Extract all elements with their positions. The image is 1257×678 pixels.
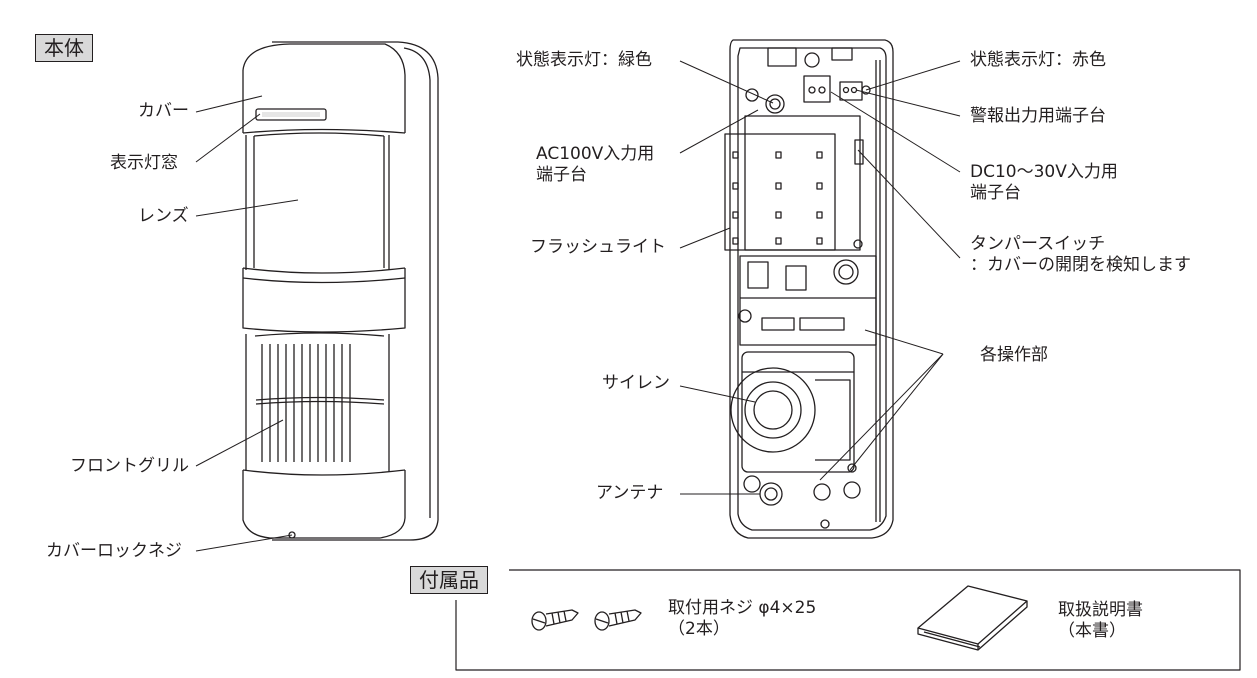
label-ac-input-line1: AC100V入力用 xyxy=(536,144,655,164)
label-dc-input-terminal: DC10～30V入力用 端子台 xyxy=(970,162,1118,204)
screw-illustration-1 xyxy=(531,609,579,631)
label-manual: 取扱説明書 （本書） xyxy=(1058,600,1143,642)
label-ac-input-line2: 端子台 xyxy=(536,165,587,185)
label-screw-line2: （2本） xyxy=(668,619,730,639)
label-siren: サイレン xyxy=(602,373,670,393)
label-alarm-output-terminal: 警報出力用端子台 xyxy=(970,106,1106,126)
screw-illustration-2 xyxy=(594,609,642,631)
label-tamper-line1: タンパースイッチ xyxy=(970,234,1106,254)
label-flash-light: フラッシュライト xyxy=(530,237,666,257)
sensor-unit-interior xyxy=(724,39,894,539)
front-grille-slats xyxy=(255,344,385,462)
label-manual-line1: 取扱説明書 xyxy=(1058,600,1143,620)
label-mounting-screws: 取付用ネジ φ4×25 （2本） xyxy=(668,598,816,640)
label-controls: 各操作部 xyxy=(980,345,1048,365)
label-status-led-red: 状態表示灯：赤色 xyxy=(970,50,1106,70)
label-manual-line2: （本書） xyxy=(1058,621,1126,641)
accessories-frame xyxy=(455,569,1241,671)
label-indicator-window: 表示灯窓 xyxy=(110,153,178,173)
section-tag-accessories: 付属品 xyxy=(410,566,488,594)
label-cover: カバー xyxy=(138,101,189,121)
label-antenna: アンテナ xyxy=(596,483,664,503)
sensor-unit-exterior xyxy=(242,41,439,541)
label-dc-input-line1: DC10～30V入力用 xyxy=(970,162,1118,182)
flashlight-board-holes xyxy=(732,151,823,245)
label-dc-input-line2: 端子台 xyxy=(970,183,1021,203)
label-lens: レンズ xyxy=(138,206,189,226)
label-front-grille: フロントグリル xyxy=(70,456,189,476)
label-tamper-switch: タンパースイッチ ：カバーの開閉を検知します xyxy=(970,234,1191,276)
label-cover-lock-screw: カバーロックネジ xyxy=(46,541,182,561)
label-tamper-line2: ：カバーの開閉を検知します xyxy=(970,255,1191,275)
manual-illustration xyxy=(917,585,1028,651)
label-status-led-green: 状態表示灯：緑色 xyxy=(516,50,652,70)
label-ac-input-terminal: AC100V入力用 端子台 xyxy=(536,144,654,186)
label-screw-line1: 取付用ネジ φ4×25 xyxy=(668,598,817,618)
leader-lines xyxy=(195,60,961,552)
section-tag-main: 本体 xyxy=(35,34,93,62)
